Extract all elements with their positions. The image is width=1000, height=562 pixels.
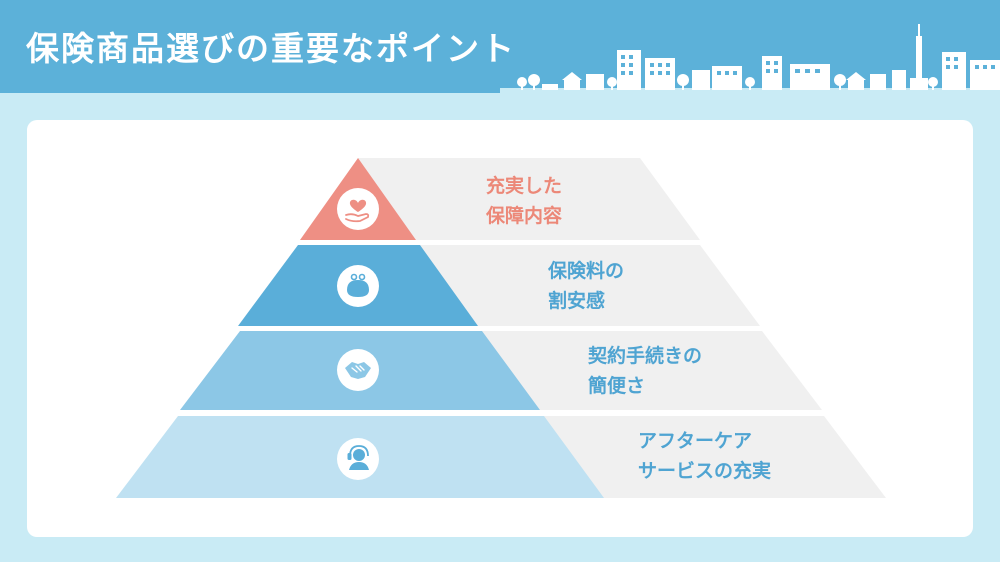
header-banner: 保険商品選びの重要なポイント xyxy=(0,0,1000,93)
level-1-label: 充実した 保障内容 xyxy=(486,171,562,231)
level-1-line-1: 充実した xyxy=(486,175,563,197)
level-2-line-1: 保険料の xyxy=(548,260,625,282)
level-3-line-1: 契約手続きの xyxy=(588,345,703,367)
heart-hand-icon xyxy=(337,188,379,230)
page-title: 保険商品選びの重要なポイント xyxy=(26,29,516,68)
level-2-line-2: 割安感 xyxy=(548,290,606,312)
handshake-icon xyxy=(337,349,379,391)
level-4-line-1: アフターケア xyxy=(638,430,753,452)
band-level-1 xyxy=(358,158,700,240)
level-3-label: 契約手続きの 簡便さ xyxy=(588,341,702,401)
level-2-label: 保険料の 割安感 xyxy=(548,256,624,316)
level-4-label: アフターケア サービスの充実 xyxy=(638,426,771,486)
support-headset-icon xyxy=(337,438,379,480)
level-1-line-2: 保障内容 xyxy=(486,205,563,227)
level-4-line-2: サービスの充実 xyxy=(638,460,772,482)
wallet-icon xyxy=(337,265,379,307)
level-3-line-2: 簡便さ xyxy=(588,375,646,397)
cityscape-illustration xyxy=(500,24,1000,93)
